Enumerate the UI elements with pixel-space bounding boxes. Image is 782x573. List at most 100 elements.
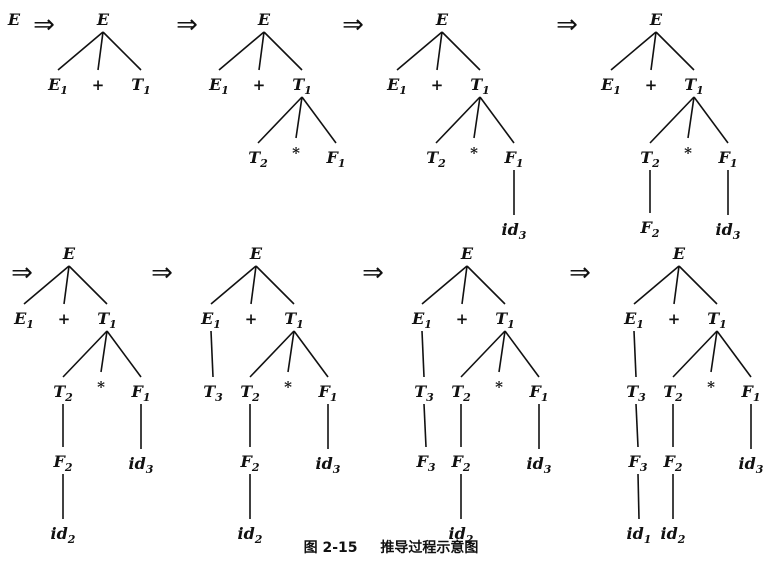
tree-8-node-E1: E1 xyxy=(623,309,644,331)
tree-4-node-id3: id3 xyxy=(716,220,741,242)
tree-5-edge-E-T1 xyxy=(68,265,108,305)
tree-3-node-star: * xyxy=(470,144,478,162)
tree-6-node-F2: F2 xyxy=(239,452,259,474)
tree-5-node-F2: F2 xyxy=(52,452,72,474)
tree-8-node-T1: T1 xyxy=(707,309,727,331)
tree-7-node-id2: id2 xyxy=(449,524,474,546)
tree-2-node-star: * xyxy=(292,144,300,162)
tree-1-node-plus: + xyxy=(92,76,105,94)
tree-4-edge-T1-T2 xyxy=(649,96,695,144)
tree-4-node-T1: T1 xyxy=(684,75,704,97)
tree-8-node-star: * xyxy=(707,378,715,396)
tree-4-edge-E-plus xyxy=(650,31,657,71)
tree-4-edge-T1-F1 xyxy=(693,96,729,144)
tree-2-node-T2: T2 xyxy=(248,148,268,170)
tree-4-node-E: E xyxy=(649,10,663,29)
tree-7-node-E1: E1 xyxy=(411,309,432,331)
tree-5-node-plus: + xyxy=(58,310,71,328)
tree-5-node-E1: E1 xyxy=(13,309,34,331)
tree-8-edge-T3-F3 xyxy=(635,403,639,448)
tree-6-edge-E-T1 xyxy=(255,265,295,305)
tree-4-node-plus: + xyxy=(645,76,658,94)
tree-4-node-F1: F1 xyxy=(717,148,737,170)
tree-7-node-T3: T3 xyxy=(414,382,434,404)
derivation-arrow-7: ⇒ xyxy=(362,258,384,288)
tree-8-edge-E-plus xyxy=(673,265,680,305)
tree-1-node-E1: E1 xyxy=(47,75,68,97)
tree-4-node-star: * xyxy=(684,144,692,162)
tree-2-node-E1: E1 xyxy=(208,75,229,97)
tree-3-node-T2: T2 xyxy=(426,148,446,170)
tree-3-node-T1: T1 xyxy=(470,75,490,97)
tree-6-node-T2: T2 xyxy=(240,382,260,404)
tree-2-node-E: E xyxy=(257,10,271,29)
tree-3-edge-T1-star xyxy=(473,96,481,139)
tree-labels: EE1+T1EE1+T1T2*F1EE1+T1T2*F1id3EE1+T1T2*… xyxy=(7,10,764,546)
tree-6-node-T1: T1 xyxy=(284,309,304,331)
tree-1-edge-E-E1 xyxy=(57,31,104,71)
tree-7-node-F1: F1 xyxy=(528,382,548,404)
tree-8-node-id1: id1 xyxy=(627,524,652,546)
tree-8-node-E: E xyxy=(672,244,686,263)
tree-6-node-F1: F1 xyxy=(317,382,337,404)
tree-4-node-F2: F2 xyxy=(639,218,659,240)
tree-8-edge-E-T1 xyxy=(678,265,718,305)
tree-8-edge-E-E1 xyxy=(633,265,680,305)
derivation-arrow-3: ⇒ xyxy=(342,10,364,40)
tree-6-node-plus: + xyxy=(245,310,258,328)
figure-caption: 图 2-15 推导过程示意图 xyxy=(304,539,479,556)
tree-2-node-F1: F1 xyxy=(325,148,345,170)
tree-1-edge-E-plus xyxy=(97,31,104,71)
tree-4-node-E1: E1 xyxy=(600,75,621,97)
tree-8-node-F1: F1 xyxy=(740,382,760,404)
tree-8-edge-F3-id1 xyxy=(637,473,640,520)
tree-5-edge-T1-F1 xyxy=(106,330,142,378)
tree-8-edge-E1-T3 xyxy=(633,330,637,378)
tree-7-edge-T1-star xyxy=(498,330,506,373)
tree-7-edge-T1-T2 xyxy=(460,330,506,378)
tree-8-node-F3: F3 xyxy=(627,452,647,474)
tree-5-edge-T1-T2 xyxy=(62,330,108,378)
tree-8-edge-T1-star xyxy=(710,330,718,373)
tree-8-node-F2: F2 xyxy=(662,452,682,474)
tree-2-node-plus: + xyxy=(253,76,266,94)
tree-8-edge-T1-F1 xyxy=(716,330,752,378)
tree-2-edge-T1-star xyxy=(295,96,303,139)
derivation-arrow-5: ⇒ xyxy=(11,258,33,288)
tree-2-edge-E-E1 xyxy=(218,31,265,71)
tree-4-edge-T1-star xyxy=(687,96,695,139)
tree-8-node-id3: id3 xyxy=(739,454,764,476)
tree-3-edge-E-plus xyxy=(436,31,443,71)
derivation-arrow-4: ⇒ xyxy=(556,10,578,40)
tree-2-edge-T1-T2 xyxy=(257,96,303,144)
tree-6-node-id2: id2 xyxy=(238,524,263,546)
tree-6-node-T3: T3 xyxy=(203,382,223,404)
tree-7-node-plus: + xyxy=(456,310,469,328)
derivation-arrow-1: ⇒ xyxy=(33,10,55,40)
caption-number: 图 2-15 xyxy=(304,540,358,556)
tree-4-node-T2: T2 xyxy=(640,148,660,170)
tree-8-node-T2: T2 xyxy=(663,382,683,404)
tree-6-node-id3: id3 xyxy=(316,454,341,476)
tree-3-edge-E-E1 xyxy=(396,31,443,71)
tree-7-edge-E-T1 xyxy=(466,265,506,305)
tree-3-node-E1: E1 xyxy=(386,75,407,97)
tree-7-edge-E-E1 xyxy=(421,265,468,305)
tree-5-node-T2: T2 xyxy=(53,382,73,404)
tree-6-node-star: * xyxy=(284,378,292,396)
tree-6-edge-T1-T2 xyxy=(249,330,295,378)
tree-3-edge-T1-F1 xyxy=(479,96,515,144)
tree-7-edge-T3-F3 xyxy=(423,403,427,448)
tree-7-node-T2: T2 xyxy=(451,382,471,404)
tree-7-edge-E1-T3 xyxy=(421,330,425,378)
tree-6-edge-T1-F1 xyxy=(293,330,329,378)
tree-6-edge-T1-star xyxy=(287,330,295,373)
tree-4-edge-E-E1 xyxy=(610,31,657,71)
tree-5-node-E: E xyxy=(62,244,76,263)
tree-7-node-T1: T1 xyxy=(495,309,515,331)
tree-5-node-F1: F1 xyxy=(130,382,150,404)
tree-7-node-id3: id3 xyxy=(527,454,552,476)
tree-5-edge-E-E1 xyxy=(23,265,70,305)
tree-6-edge-E-E1 xyxy=(210,265,257,305)
